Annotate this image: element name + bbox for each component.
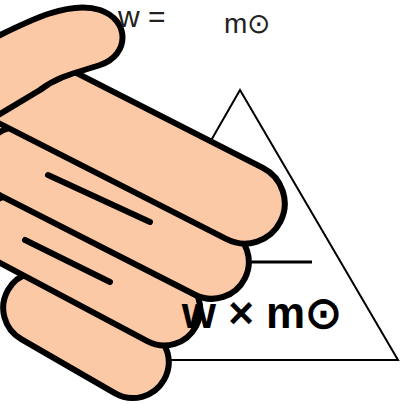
- formula-label: w =: [118, 2, 166, 32]
- formula-text: w × m⊙: [182, 291, 343, 335]
- formula-label: m⊙: [224, 10, 270, 38]
